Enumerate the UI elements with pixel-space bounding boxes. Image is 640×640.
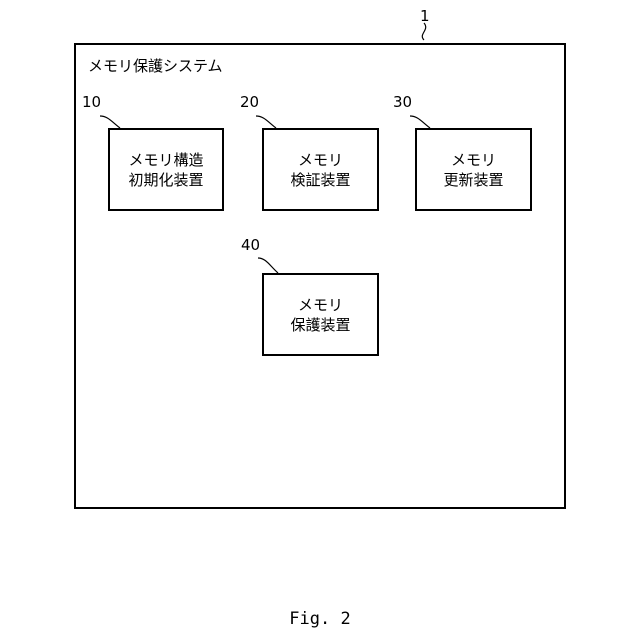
block-label-line2: 検証装置 bbox=[290, 170, 350, 190]
block-label-line2: 保護装置 bbox=[290, 315, 350, 335]
block-label-line1: メモリ bbox=[451, 150, 496, 170]
ref-number-20: 20 bbox=[240, 93, 259, 111]
block-label-line2: 更新装置 bbox=[443, 170, 503, 190]
ref-number-10: 10 bbox=[82, 93, 101, 111]
block-label-line1: メモリ bbox=[298, 295, 343, 315]
figure-caption: Fig. 2 bbox=[0, 608, 640, 630]
memory-structure-initialization-device-block: メモリ構造 初期化装置 bbox=[108, 128, 224, 211]
leader-line-1 bbox=[422, 23, 425, 40]
ref-number-system: 1 bbox=[420, 7, 430, 25]
memory-update-device-block: メモリ 更新装置 bbox=[415, 128, 532, 211]
system-label: メモリ保護システム bbox=[88, 56, 223, 76]
memory-protection-device-block: メモリ 保護装置 bbox=[262, 273, 379, 356]
memory-verification-device-block: メモリ 検証装置 bbox=[262, 128, 379, 211]
block-label-line1: メモリ bbox=[298, 150, 343, 170]
block-label-line1: メモリ構造 bbox=[128, 150, 203, 170]
block-label-line2: 初期化装置 bbox=[128, 170, 203, 190]
ref-number-40: 40 bbox=[241, 236, 260, 254]
ref-number-30: 30 bbox=[393, 93, 412, 111]
